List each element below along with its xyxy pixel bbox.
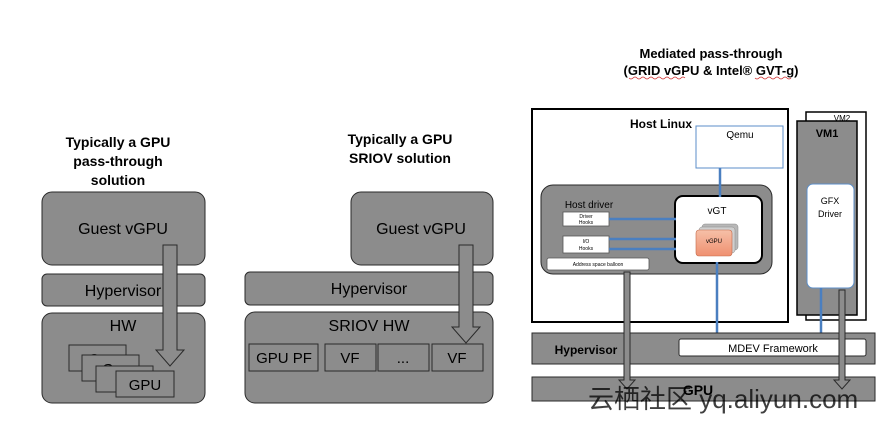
vf-box-1-label: VF <box>340 350 359 367</box>
gfx-driver-label-1: GFX <box>821 196 840 206</box>
sriov-title-line-1: Typically a GPU <box>348 131 453 147</box>
vgt-label: vGT <box>708 206 727 217</box>
vf-ellipsis-box <box>377 343 430 372</box>
guest-vgpu-label: Guest vGPU <box>78 221 168 238</box>
hw-label: HW <box>110 318 138 335</box>
watermark: 云栖社区 yq.aliyun.com <box>588 384 858 414</box>
mediated-panel: Mediated pass-through (GRID vGPU & Intel… <box>531 46 876 402</box>
io-hooks-label-2: Hooks <box>579 246 594 252</box>
mdev-framework-label: MDEV Framework <box>728 343 818 355</box>
gpu-card-front <box>115 370 175 398</box>
vgpu-card <box>695 229 733 257</box>
sriov-panel: Typically a GPU SRIOV solution Guest vGP… <box>244 131 494 404</box>
driver-hooks-label-1: Driver <box>579 214 593 220</box>
vf-box-2-label: VF <box>447 350 466 367</box>
gpu-card-front-label: GPU <box>129 377 162 394</box>
io-hooks-box <box>562 235 610 254</box>
vf-box-1 <box>324 343 377 372</box>
passthrough-title-line-2: pass-through <box>73 153 162 169</box>
mediated-gpu-label: GPU <box>683 382 713 398</box>
mediated-hypervisor-label: Hypervisor <box>555 343 618 357</box>
mediated-title-line-2: (GRID vGPU & Intel® GVT-g) <box>624 63 799 78</box>
spellcheck-squiggle-1 <box>628 76 686 80</box>
gfx-gpu-arrow <box>832 289 852 390</box>
qemu-label: Qemu <box>726 130 753 141</box>
passthrough-arrow <box>154 244 186 367</box>
mediated-title-line-1: Mediated pass-through <box>639 46 782 61</box>
mediated-gpu-bar <box>531 376 876 402</box>
vm2-label: VM2 <box>834 114 851 123</box>
sriov-hypervisor-label: Hypervisor <box>331 281 408 298</box>
gpu-pf-label: GPU PF <box>256 350 312 367</box>
vf-ellipsis-label: ... <box>397 350 410 367</box>
qemu-box <box>695 125 784 169</box>
host-driver-label: Host driver <box>565 200 614 211</box>
address-space-balloon-label: Address space balloon <box>573 262 624 268</box>
vm1-label: VM1 <box>816 128 839 140</box>
driver-hooks-label-2: Hooks <box>579 220 594 226</box>
sriov-guest-vgpu-label: Guest vGPU <box>376 221 466 238</box>
vgpu-label: vGPU <box>706 239 722 245</box>
address-space-balloon-box <box>546 257 650 271</box>
sriov-title-line-2: SRIOV solution <box>349 150 451 166</box>
io-hooks-label-1: I/O <box>583 239 590 245</box>
passthrough-panel: Typically a GPU pass-through solution Gu… <box>41 134 206 404</box>
sriov-arrow <box>450 244 482 344</box>
gpu-pf-box <box>248 343 319 372</box>
spellcheck-squiggle-2 <box>754 76 792 80</box>
hypervisor-label: Hypervisor <box>85 283 162 300</box>
host-driver-gpu-arrow <box>617 271 637 390</box>
sriov-hypervisor-box <box>244 271 494 306</box>
vf-box-2 <box>431 343 484 372</box>
sriov-hw-label: SRIOV HW <box>329 318 411 335</box>
mdev-framework-box <box>678 338 867 357</box>
passthrough-title-line-1: Typically a GPU <box>66 134 171 150</box>
gfx-driver-label-2: Driver <box>818 209 842 219</box>
passthrough-title-line-3: solution <box>91 172 145 188</box>
gfx-driver-box <box>806 183 855 289</box>
host-linux-label: Host Linux <box>630 117 692 131</box>
sriov-guest-vgpu-box <box>350 191 494 266</box>
